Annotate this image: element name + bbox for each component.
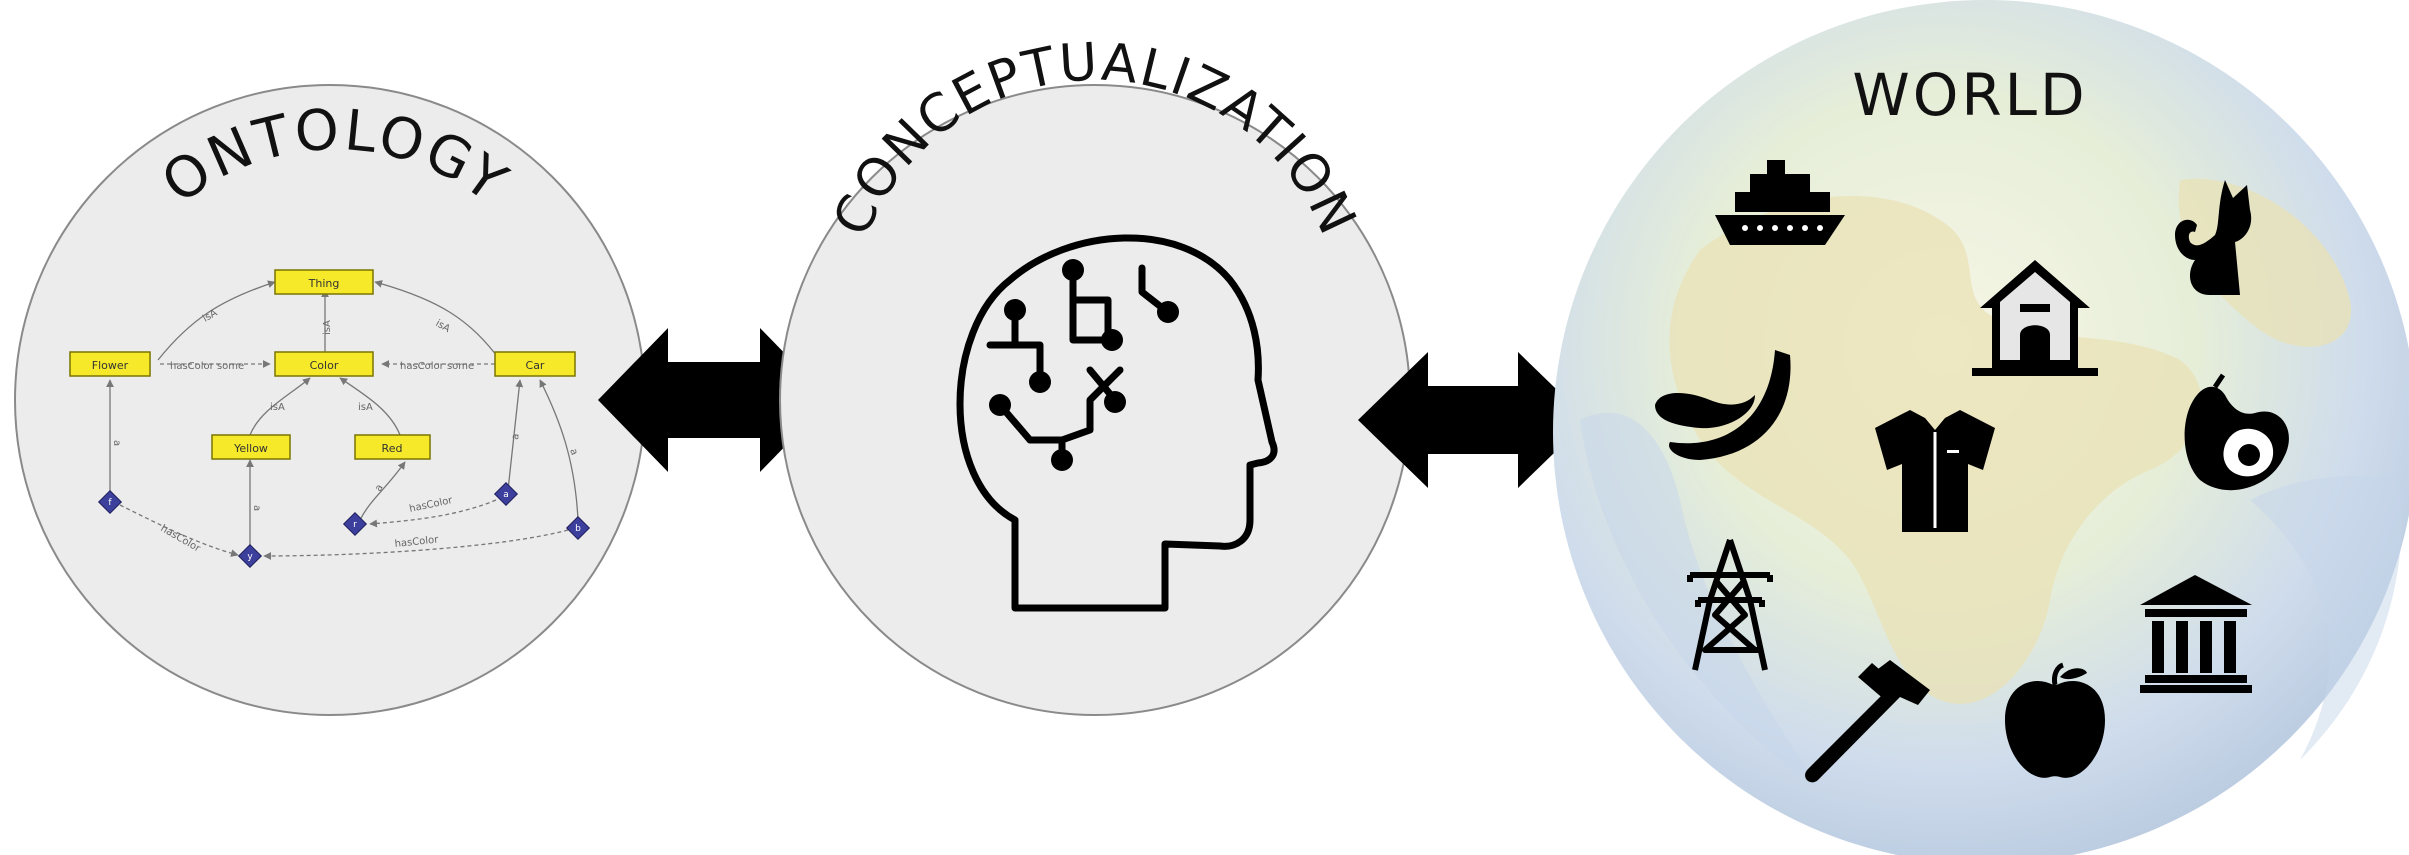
edge-label-instance: a	[251, 505, 262, 511]
edge-car-thing	[374, 280, 501, 361]
world-panel: WORLD	[1553, 0, 2409, 855]
svg-text:Color: Color	[310, 359, 339, 372]
world-title: WORLD	[1852, 61, 2087, 129]
edge-r-red	[359, 461, 406, 521]
edge-label-hascolor-some: hasColor some	[400, 361, 474, 372]
edge-label-isa: isA	[322, 320, 333, 335]
edge-label-instance: a	[567, 447, 579, 457]
individual-r: r	[342, 511, 368, 537]
double-arrow-right	[1358, 352, 1588, 488]
svg-text:Yellow: Yellow	[233, 442, 268, 455]
individual-b: b	[565, 515, 591, 541]
svg-text:b: b	[575, 524, 581, 534]
cat-icon	[2175, 180, 2252, 295]
edge-a-r-hascolor	[369, 499, 497, 528]
conceptualization-panel: CONCEPTUALIZATION	[779, 32, 1411, 716]
edge-label-hascolor: hasColor	[394, 534, 440, 550]
individual-a: a	[493, 481, 519, 507]
class-node-yellow: Yellow	[211, 434, 291, 460]
ship-icon	[1715, 160, 1845, 245]
edge-flower-thing	[157, 280, 276, 361]
class-node-red: Red	[354, 434, 431, 460]
power-tower-icon	[1687, 539, 1773, 671]
ontology-panel: ONTOLOGY isA isA isA isA	[14, 84, 646, 716]
edge-label-instance: a	[373, 483, 386, 494]
class-node-flower: Flower	[69, 351, 151, 377]
individual-f: f	[97, 489, 123, 515]
svg-text:y: y	[247, 552, 253, 562]
class-node-thing: Thing	[274, 269, 374, 295]
edge-a-car	[507, 379, 524, 491]
svg-text:Flower: Flower	[92, 359, 129, 372]
svg-text:a: a	[503, 490, 509, 500]
ontology-graph: isA isA isA isA isA hasColor some hasCol…	[69, 269, 591, 569]
class-node-color: Color	[274, 351, 374, 377]
edge-label-instance: a	[510, 433, 522, 440]
apple-icon	[2005, 662, 2105, 778]
edge-red-color	[339, 377, 401, 436]
avocado-icon	[2184, 373, 2289, 491]
svg-text:Red: Red	[382, 442, 403, 455]
edge-label-instance: a	[111, 440, 122, 446]
brain-circuit-nodes	[989, 259, 1179, 471]
double-arrow-left	[598, 328, 830, 472]
banana-icon	[1655, 350, 1791, 460]
edge-yellow-color	[249, 377, 311, 436]
brain-head-icon	[956, 234, 1278, 612]
svg-text:r: r	[353, 520, 357, 530]
individual-y: y	[237, 543, 263, 569]
edge-label-isa: isA	[358, 402, 373, 413]
edge-label-hascolor-some: hasColor some	[170, 361, 244, 372]
svg-text:Thing: Thing	[308, 277, 340, 290]
shirt-icon	[1875, 410, 1995, 532]
class-node-car: Car	[494, 351, 576, 377]
house-icon	[1972, 260, 2098, 376]
edge-b-y-hascolor	[263, 529, 569, 560]
edge-f-y-hascolor	[119, 504, 239, 557]
hammer-icon	[1805, 660, 1930, 783]
edge-label-isa: isA	[270, 402, 285, 413]
svg-text:f: f	[108, 498, 112, 508]
bank-icon	[2140, 575, 2252, 693]
edge-b-car	[539, 379, 579, 521]
svg-text:Car: Car	[526, 359, 545, 372]
